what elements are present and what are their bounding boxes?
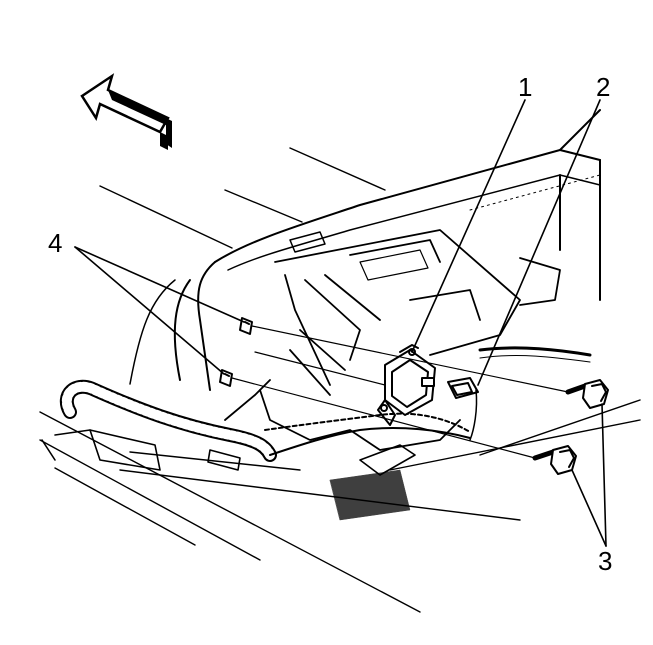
callout-4: 4 — [48, 228, 62, 258]
callout-2: 2 — [596, 72, 610, 102]
wiring-harness — [59, 346, 592, 462]
hvac-module — [224, 229, 561, 451]
forward-arrow-icon — [80, 73, 172, 150]
alignment-lines — [231, 325, 569, 459]
bolt-lower — [532, 445, 577, 475]
leader-lines — [74, 99, 607, 547]
module-component — [377, 344, 436, 426]
callout-1: 1 — [518, 72, 532, 102]
callout-3: 3 — [598, 546, 612, 576]
floor-panel-outline — [39, 147, 641, 613]
electrical-connector — [447, 377, 479, 441]
instrument-panel — [129, 109, 601, 391]
bolt-upper — [565, 379, 609, 409]
floor-bracket — [41, 429, 416, 521]
